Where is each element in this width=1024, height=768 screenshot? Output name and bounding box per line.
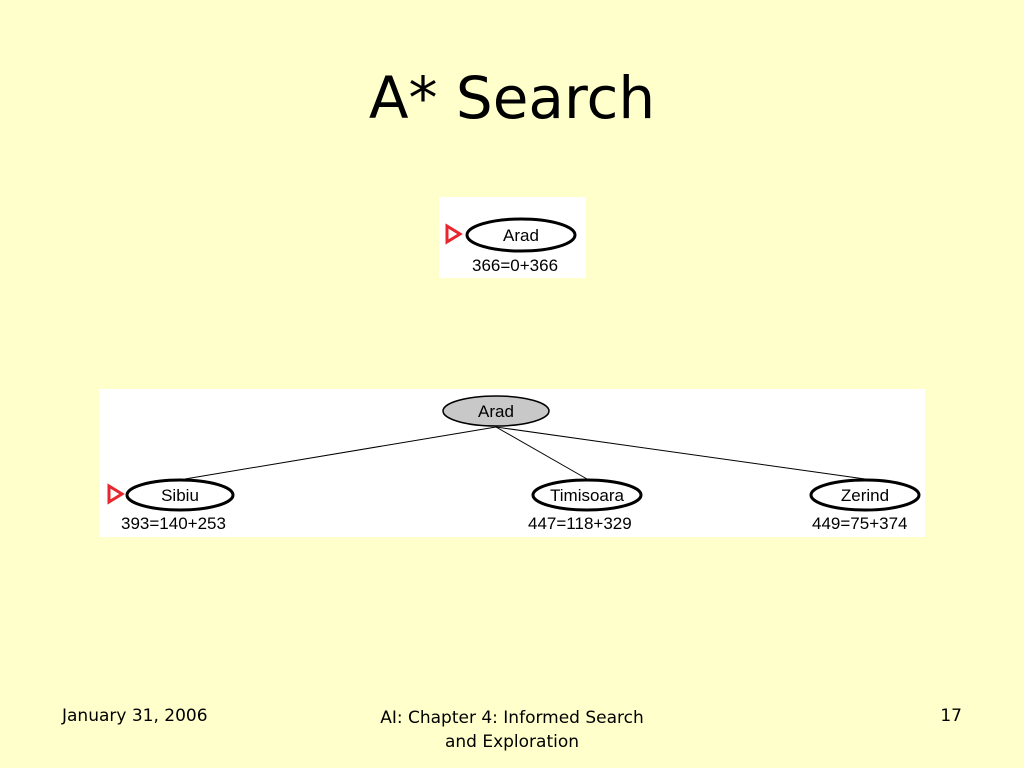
edge-arad-timisoara — [495, 426, 588, 480]
node-arad-label: Arad — [503, 226, 539, 245]
node-arad-expanded-label: Arad — [478, 402, 514, 421]
current-node-marker-icon — [445, 223, 463, 245]
diagram-step-2: Arad Sibiu 393=140+253 Timisoara 447=118… — [99, 389, 925, 537]
footer-course-title: AI: Chapter 4: Informed Search and Explo… — [380, 708, 644, 752]
node-zerind-label: Zerind — [841, 486, 889, 505]
footer-page-number: 17 — [940, 706, 962, 726]
footer-date: January 31, 2006 — [62, 706, 208, 726]
current-node-marker-icon — [107, 483, 125, 505]
edge-arad-sibiu — [184, 426, 497, 480]
node-zerind-shape — [809, 478, 921, 512]
node-arad-cost: 366=0+366 — [472, 256, 558, 275]
node-timisoara-shape — [531, 478, 643, 512]
node-arad-expanded-shape — [442, 395, 550, 427]
diagram-step-2-svg: Arad Sibiu 393=140+253 Timisoara 447=118… — [107, 395, 921, 533]
node-sibiu-label: Sibiu — [161, 486, 199, 505]
node-zerind-cost: 449=75+374 — [812, 514, 908, 533]
node-timisoara-label: Timisoara — [550, 486, 625, 505]
node-sibiu-shape — [125, 478, 235, 512]
diagram-step-1: Arad 366=0+366 — [439, 197, 586, 278]
node-timisoara-cost: 447=118+329 — [528, 514, 632, 533]
slide-title: A* Search — [368, 64, 656, 132]
node-arad-shape — [465, 217, 577, 253]
node-sibiu-cost: 393=140+253 — [121, 514, 226, 533]
edge-arad-zerind — [495, 426, 866, 480]
diagram-step-1-svg: Arad 366=0+366 — [445, 217, 577, 275]
